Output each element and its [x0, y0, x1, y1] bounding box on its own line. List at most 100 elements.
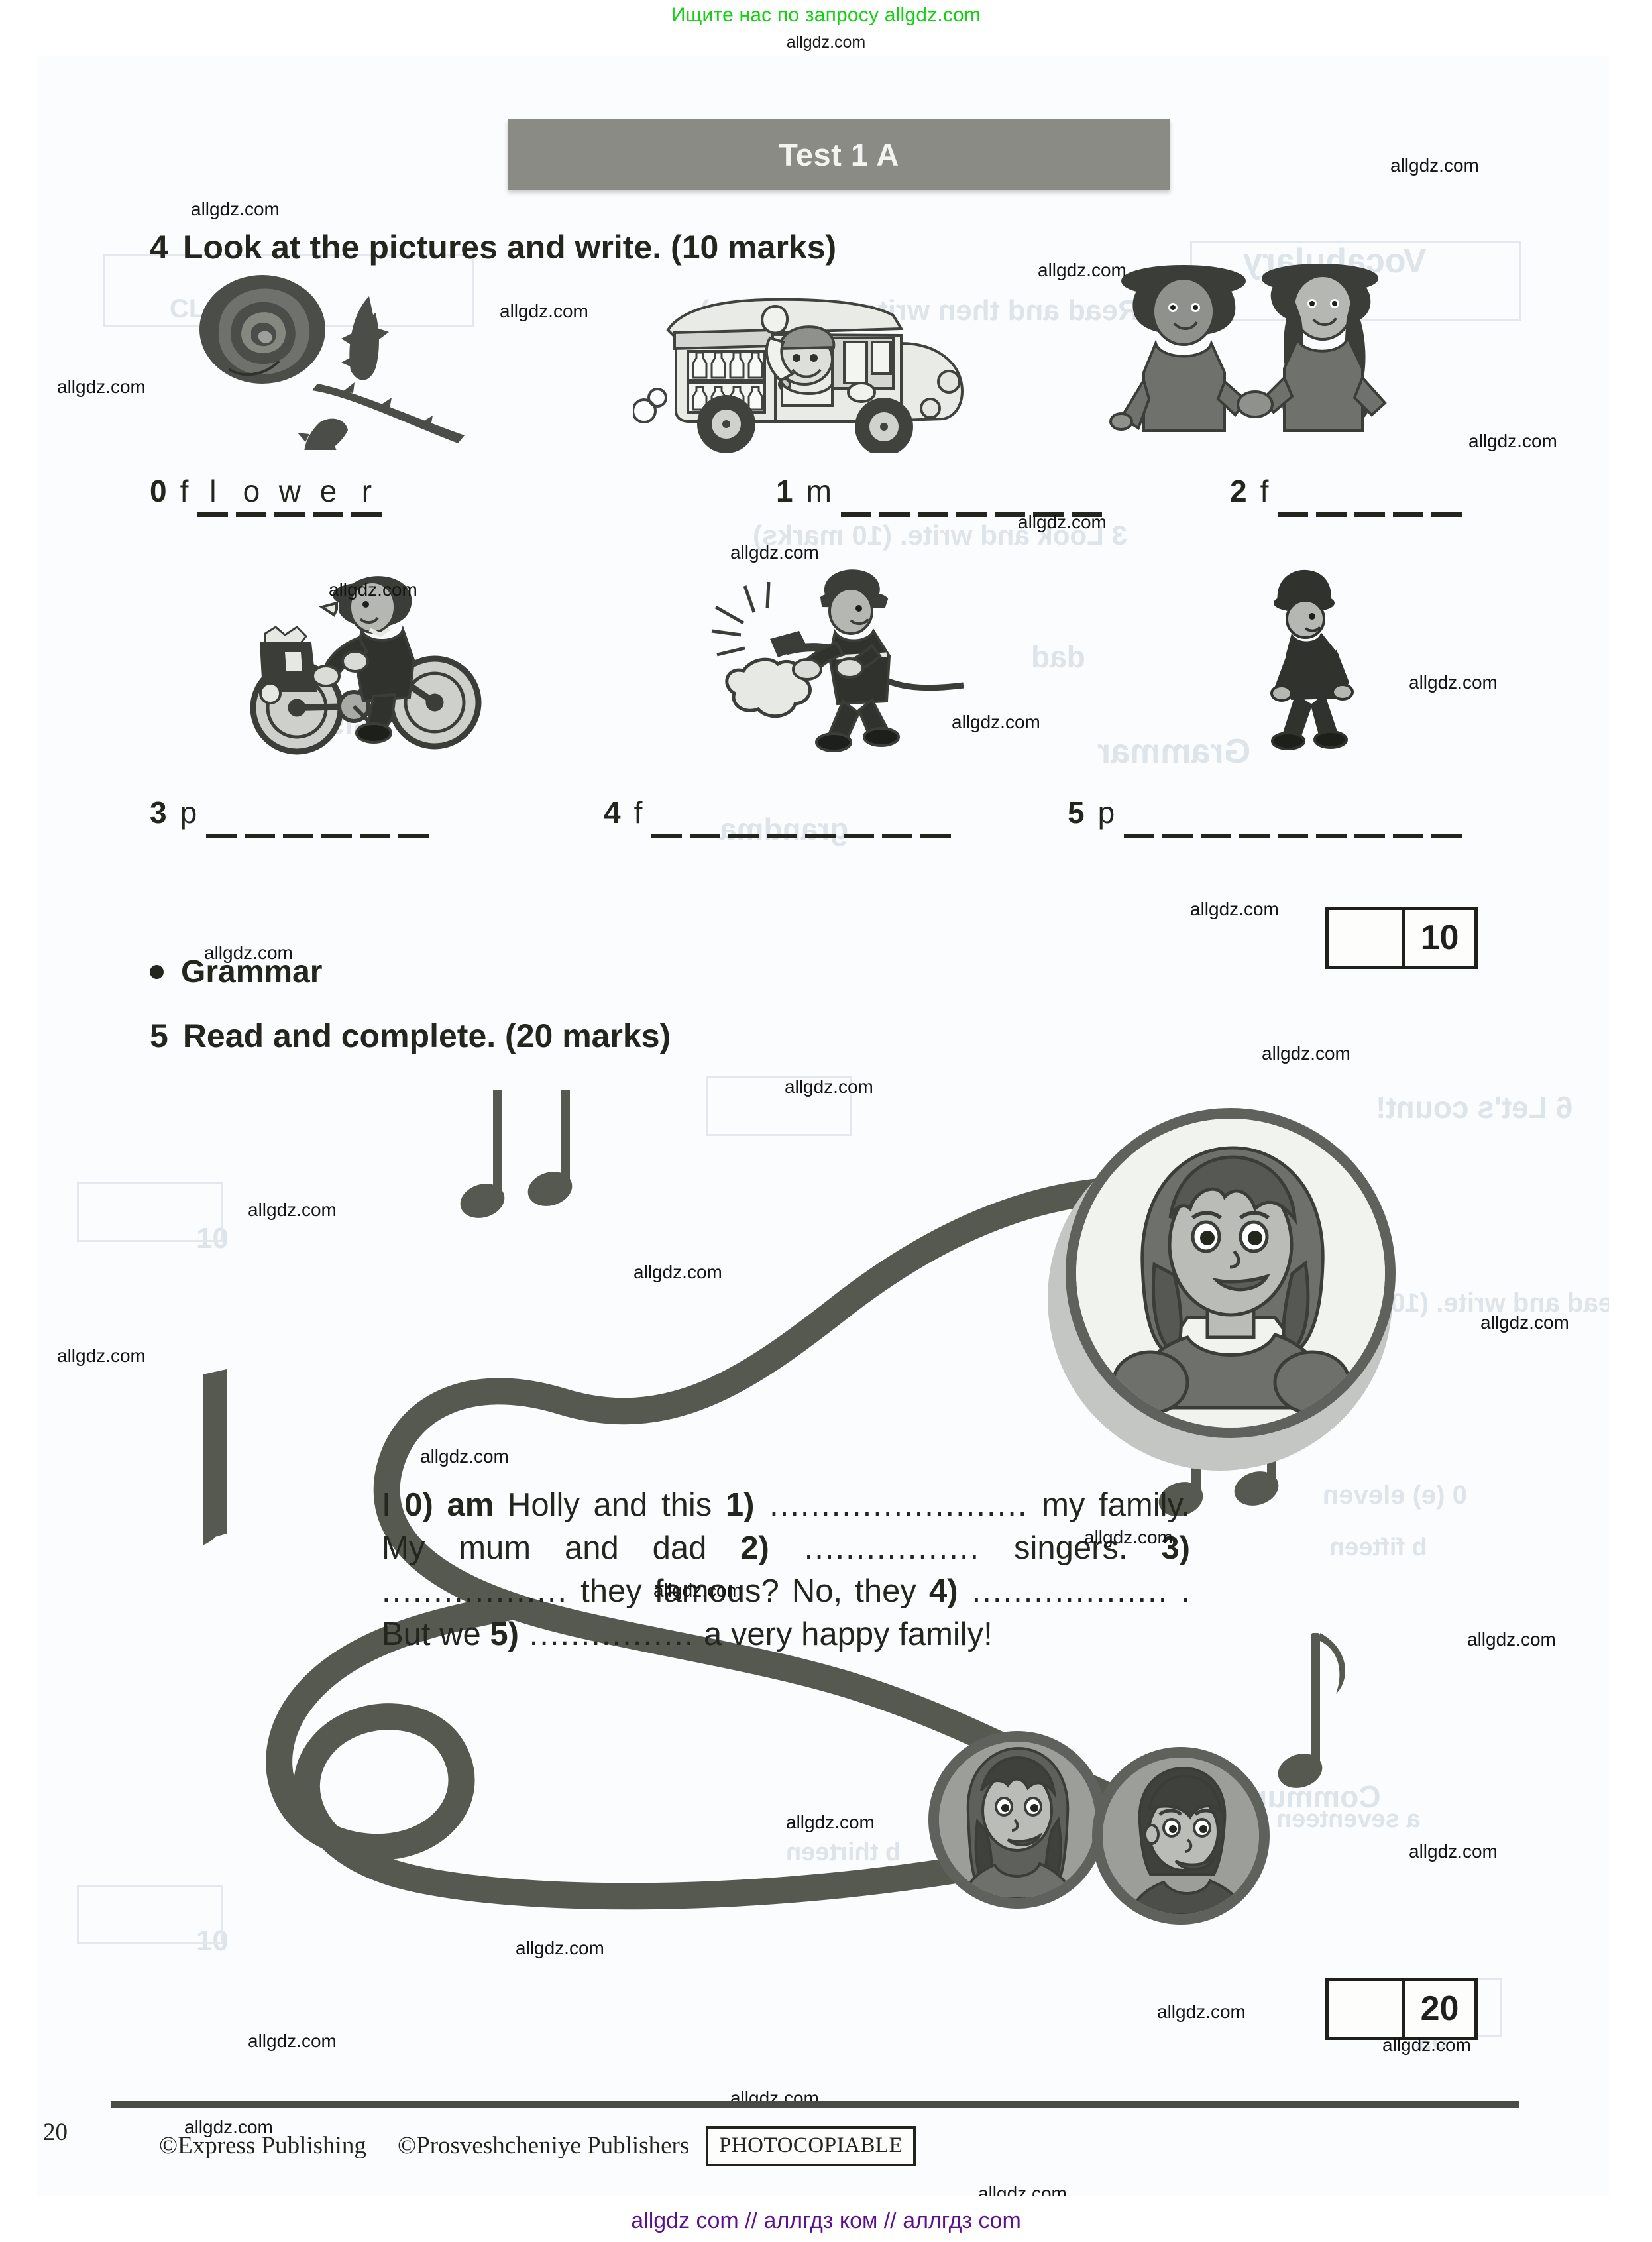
answer-index-2: 2 — [1230, 474, 1247, 508]
gap-blank[interactable]: .................. — [382, 1573, 569, 1610]
page-watermark: allgdz.com — [1390, 155, 1479, 176]
policeman-icon — [1270, 569, 1354, 750]
mum-portrait — [928, 1731, 1106, 1909]
page-watermark: allgdz.com — [978, 2183, 1067, 2196]
page-watermark: allgdz.com — [1468, 431, 1557, 451]
test-title-banner: Test 1 A — [508, 119, 1170, 190]
answer-letters-1[interactable] — [840, 473, 1110, 517]
bullet-icon — [150, 965, 164, 979]
answer-seed-0: f — [180, 474, 189, 508]
top-watermark-subtext: allgdz.com — [786, 33, 866, 52]
answer-index-0: 0 — [150, 474, 167, 508]
score-total-exercise-5: 20 — [1402, 1981, 1474, 2037]
publisher-prosveshcheniye: ©Prosveshcheniye Publishers — [398, 2132, 690, 2159]
gap-text: 2) — [740, 1530, 769, 1567]
answer-seed-1: m — [806, 474, 832, 508]
gap-text: 0) am — [404, 1487, 494, 1523]
answer-seed-2: f — [1260, 474, 1269, 508]
gap-blank[interactable]: ................ — [519, 1616, 695, 1653]
page-watermark: allgdz.com — [57, 1345, 146, 1366]
gap-text: singers. — [980, 1530, 1162, 1567]
score-box-exercise-5[interactable]: 20 — [1325, 1978, 1478, 2040]
answer-seed-3: p — [180, 795, 197, 830]
photocopiable-stamp: PHOTOCOPIABLE — [706, 2126, 916, 2166]
beamed-eighth-notes-icon — [460, 1090, 573, 1218]
gap-text: they famous? No, they — [568, 1573, 929, 1610]
gap-text: . But we — [382, 1573, 1191, 1653]
two-friends-icon — [1109, 264, 1387, 432]
page-watermark: allgdz.com — [191, 199, 280, 219]
score-box-exercise-4[interactable]: 10 — [1325, 907, 1478, 969]
music-swirl-decoration — [203, 1090, 1346, 1910]
dad-face-icon — [1103, 1758, 1259, 1914]
dad-portrait — [1092, 1747, 1270, 1925]
footer-divider — [111, 2101, 1519, 2108]
picture-flower — [180, 264, 498, 450]
holly-portrait — [1066, 1108, 1396, 1438]
page-number: 20 — [43, 2119, 68, 2146]
page-watermark: allgdz.com — [1190, 899, 1279, 919]
score-input-exercise-4[interactable] — [1329, 910, 1402, 966]
exercise-5-text: I 0) am Holly and this 1) ..............… — [382, 1484, 1190, 1657]
page-watermark: allgdz.com — [1157, 2001, 1246, 2022]
page-showthrough-text: 3 Look and write. (10 marks) — [753, 520, 1127, 551]
page-watermark: allgdz.com — [500, 301, 588, 321]
gap-blank[interactable]: ................... — [958, 1573, 1169, 1610]
holly-face-icon — [1076, 1119, 1385, 1428]
answer-line-5[interactable]: 5 p — [1068, 795, 1470, 838]
gap-text: 4) — [928, 1573, 958, 1610]
grammar-section-label: Grammar — [150, 954, 322, 990]
eighth-note-icon — [203, 1369, 227, 1548]
grammar-label-text: Grammar — [181, 954, 323, 989]
answer-index-1: 1 — [776, 474, 793, 508]
exercise-4-heading: 4 Look at the pictures and write. (10 mar… — [150, 228, 836, 266]
picture-postman — [236, 559, 514, 758]
answer-line-4[interactable]: 4 f — [604, 795, 959, 838]
bottom-watermark-banner: allgdz com // аллгдз ком // аллгдз com — [631, 2208, 1021, 2233]
score-input-exercise-5[interactable] — [1329, 1981, 1402, 2037]
mum-face-icon — [939, 1742, 1095, 1898]
answer-letters-5[interactable] — [1124, 795, 1470, 838]
picture-friends — [1104, 261, 1409, 453]
gap-text: 5) — [490, 1616, 519, 1653]
firefighter-hose-icon — [711, 569, 964, 752]
gap-text: 3) — [1161, 1530, 1190, 1567]
picture-policeman — [1223, 566, 1396, 758]
answer-letters-3[interactable] — [206, 795, 437, 838]
exercise-5-number: 5 — [150, 1017, 168, 1054]
eighth-note-icon-lower-right — [1278, 1633, 1346, 1788]
gap-text: Holly and this — [494, 1487, 726, 1523]
page-watermark: allgdz.com — [248, 2031, 337, 2051]
exercise-4-instruction: Look at the pictures and write. (10 mark… — [182, 229, 837, 266]
picture-fireman — [706, 559, 978, 758]
publisher-express: ©Express Publishing — [159, 2132, 366, 2159]
ghost-box — [77, 1182, 223, 1242]
page-watermark: allgdz.com — [1262, 1043, 1350, 1064]
score-total-exercise-4: 10 — [1402, 910, 1474, 966]
milk-van-icon — [633, 298, 964, 453]
exercise-4-number: 4 — [150, 229, 168, 266]
answer-seed-4: f — [633, 795, 643, 830]
answer-seed-5: p — [1097, 795, 1115, 830]
answer-index-3: 3 — [150, 795, 167, 830]
gap-text: my family. My mum and dad — [382, 1487, 1190, 1567]
answer-line-2[interactable]: 2 f — [1230, 473, 1470, 517]
gap-text: a very happy family! — [694, 1616, 993, 1653]
gap-blank[interactable]: ................. — [769, 1530, 981, 1567]
answer-line-3[interactable]: 3 p — [150, 795, 437, 838]
page-watermark: allgdz.com — [57, 376, 146, 397]
answer-index-4: 4 — [604, 795, 621, 830]
picture-milk-van — [633, 274, 978, 453]
answer-line-1[interactable]: 1 m — [776, 473, 1110, 517]
gap-text: I — [382, 1487, 405, 1523]
top-watermark-banner: Ищите нас по запросу allgdz.com — [671, 4, 981, 26]
answer-letters-2[interactable] — [1278, 473, 1470, 517]
postman-bicycle-icon — [250, 576, 482, 755]
page-watermark: allgdz.com — [1409, 672, 1498, 693]
gap-blank[interactable]: ......................... — [754, 1487, 1028, 1523]
ghost-box — [77, 1885, 223, 1944]
answer-letters-4[interactable] — [651, 795, 959, 838]
